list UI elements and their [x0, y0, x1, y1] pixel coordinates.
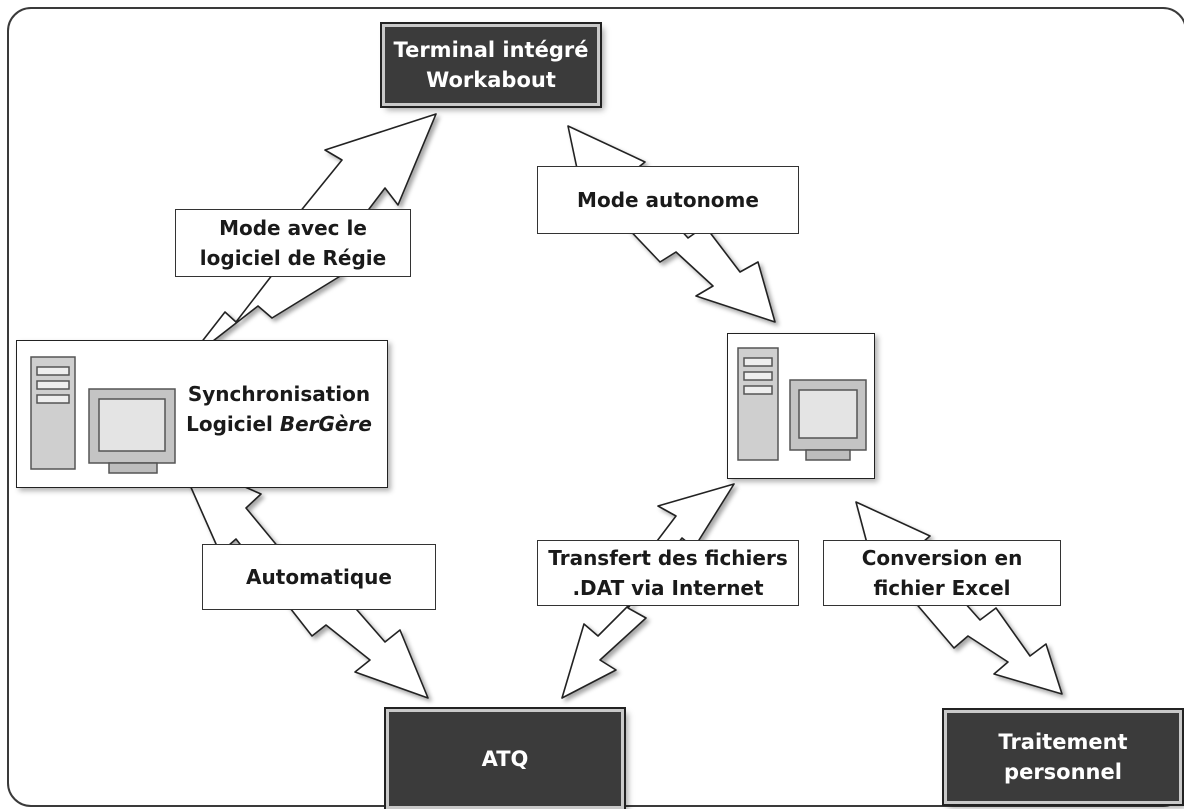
automatique-text: Automatique: [246, 565, 392, 589]
conversion-label: Conversion en fichier Excel: [823, 540, 1061, 606]
transfert-line2: .DAT via Internet: [572, 576, 764, 600]
mode-autonome-label: Mode autonome: [537, 166, 799, 234]
atq-label: ATQ: [481, 747, 529, 771]
synchronisation-node: Synchronisation Logiciel BerGère: [16, 340, 388, 488]
mode-regie-line1: Mode avec le: [219, 216, 367, 240]
transfert-label: Transfert des fichiers .DAT via Internet: [537, 540, 799, 606]
computer-icon: [30, 356, 176, 474]
synchro-line1: Synchronisation: [187, 382, 371, 406]
synchro-line2-prefix: Logiciel: [186, 412, 280, 436]
atq-node: ATQ: [384, 707, 626, 809]
mode-regie-label: Mode avec le logiciel de Régie: [175, 209, 411, 277]
traitement-line2: personnel: [1004, 760, 1122, 784]
mode-autonome-text: Mode autonome: [577, 188, 759, 212]
transfert-line1: Transfert des fichiers: [548, 546, 788, 570]
traitement-personnel-node: Traitement personnel: [942, 708, 1184, 806]
terminal-line1: Terminal intégré: [393, 38, 589, 62]
computer-icon: [737, 347, 867, 461]
automatique-label: Automatique: [202, 544, 436, 610]
terminal-workabout-node: Terminal intégré Workabout: [380, 22, 602, 108]
traitement-line1: Traitement: [998, 730, 1128, 754]
synchro-line2: Logiciel BerGère: [179, 409, 379, 439]
synchronisation-label: Synchronisation Logiciel BerGère: [179, 379, 379, 439]
mode-regie-line2: logiciel de Régie: [199, 246, 387, 270]
pc-right-node: [727, 333, 875, 479]
conversion-line1: Conversion en: [861, 546, 1023, 570]
conversion-line2: fichier Excel: [873, 576, 1011, 600]
bergere-name: BerGère: [279, 412, 372, 436]
terminal-line2: Workabout: [426, 68, 556, 92]
